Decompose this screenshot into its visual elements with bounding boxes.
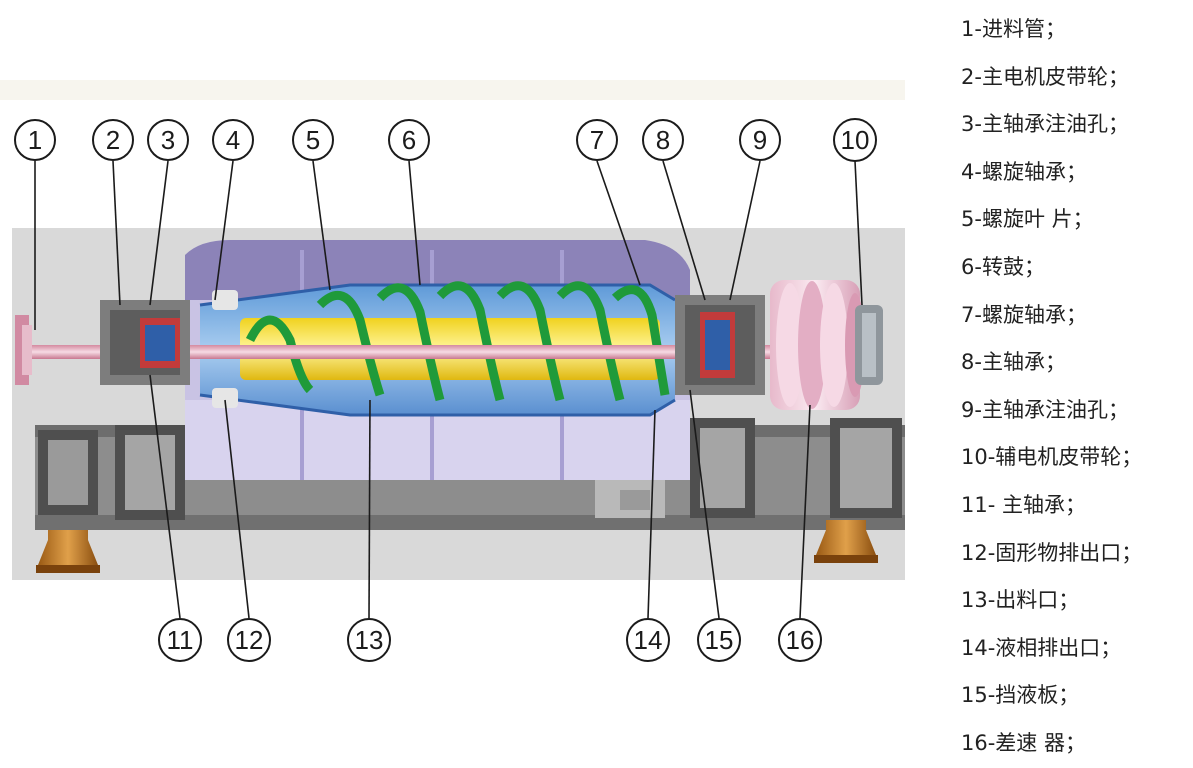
svg-text:2: 2 bbox=[106, 125, 120, 155]
legend-item: 12-固形物排出口； bbox=[961, 540, 1143, 565]
diagram-background bbox=[0, 80, 905, 100]
legend-item: 6-转鼓； bbox=[961, 254, 1045, 279]
callout-3: 3 bbox=[147, 119, 189, 161]
legend-item: 2-主电机皮带轮； bbox=[961, 64, 1129, 89]
legend-item: 9-主轴承注油孔； bbox=[961, 397, 1129, 422]
legend-item: 8-主轴承； bbox=[961, 350, 1066, 375]
callout-11: 11 bbox=[158, 618, 202, 662]
legend-item: 1-进料管； bbox=[961, 17, 1066, 41]
callout-12: 12 bbox=[227, 618, 271, 662]
support-feet bbox=[36, 520, 878, 573]
legend-item: 3-主轴承注油孔； bbox=[961, 112, 1129, 137]
callout-13: 13 bbox=[347, 618, 391, 662]
svg-text:16: 16 bbox=[786, 625, 815, 655]
legend-item: 11- 主轴承； bbox=[961, 492, 1086, 517]
svg-text:1: 1 bbox=[28, 125, 42, 155]
svg-text:9: 9 bbox=[753, 125, 767, 155]
callout-5: 5 bbox=[292, 119, 334, 161]
legend-item: 13-出料口； bbox=[961, 588, 1080, 613]
right-bearing bbox=[675, 295, 765, 395]
legend-item: 15-挡液板； bbox=[961, 683, 1080, 708]
legend-item: 10-辅电机皮带轮； bbox=[961, 445, 1143, 470]
left-bearing bbox=[100, 290, 238, 408]
spiral-blades bbox=[245, 281, 670, 402]
callouts: 1 2 3 4 5 6 7 8 9 10 11 12 13 14 15 16 bbox=[14, 118, 877, 662]
svg-text:6: 6 bbox=[402, 125, 416, 155]
svg-text:11: 11 bbox=[167, 625, 194, 655]
legend-item: 16-差速 器； bbox=[961, 730, 1086, 755]
svg-text:8: 8 bbox=[656, 125, 670, 155]
differential-pulley bbox=[770, 280, 883, 410]
svg-text:15: 15 bbox=[705, 625, 734, 655]
svg-text:14: 14 bbox=[634, 625, 663, 655]
feed-pipe bbox=[15, 315, 775, 385]
svg-text:5: 5 bbox=[306, 125, 320, 155]
callout-2: 2 bbox=[92, 119, 134, 161]
svg-text:4: 4 bbox=[226, 125, 240, 155]
legend-item: 4-螺旋轴承； bbox=[961, 159, 1087, 184]
callout-14: 14 bbox=[626, 618, 670, 662]
legend-item: 5-螺旋叶 片； bbox=[961, 207, 1094, 232]
svg-text:7: 7 bbox=[590, 125, 604, 155]
callout-9: 9 bbox=[739, 119, 781, 161]
leader-lines bbox=[34, 160, 863, 619]
callout-7: 7 bbox=[576, 119, 618, 161]
legend-item: 7-螺旋轴承； bbox=[961, 302, 1087, 327]
callout-10: 10 bbox=[833, 118, 877, 162]
callout-4: 4 bbox=[212, 119, 254, 161]
callout-6: 6 bbox=[388, 119, 430, 161]
parts-legend: 1-进料管； 2-主电机皮带轮； 3-主轴承注油孔； 4-螺旋轴承； 5-螺旋叶… bbox=[961, 6, 1191, 768]
svg-text:12: 12 bbox=[235, 625, 264, 655]
svg-text:13: 13 bbox=[355, 625, 384, 655]
callout-8: 8 bbox=[642, 119, 684, 161]
callout-15: 15 bbox=[697, 618, 741, 662]
svg-text:10: 10 bbox=[841, 125, 870, 155]
centrifuge-diagram: 1 2 3 4 5 6 7 8 9 10 11 12 13 14 15 16 bbox=[0, 80, 905, 662]
callout-16: 16 bbox=[778, 618, 822, 662]
svg-text:3: 3 bbox=[161, 125, 175, 155]
callout-1: 1 bbox=[14, 119, 56, 161]
legend-item: 14-液相排出口； bbox=[961, 635, 1122, 660]
